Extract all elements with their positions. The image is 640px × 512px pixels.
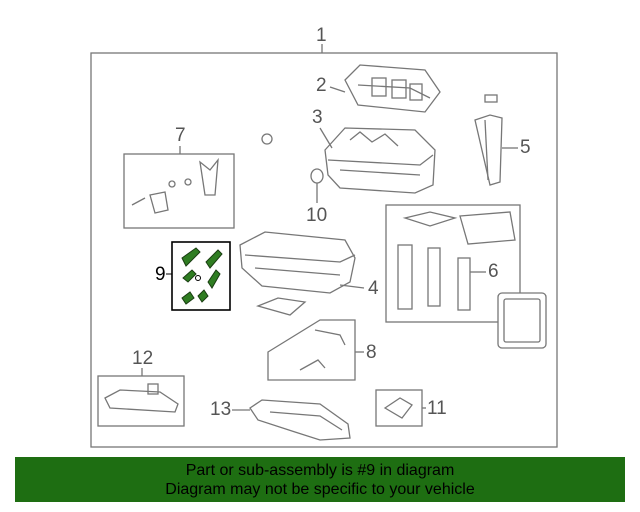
info-banner: Part or sub-assembly is #9 in diagram Di… [15, 457, 625, 502]
part-grommet [261, 133, 273, 145]
callout-12: 12 [132, 348, 154, 369]
part-9-piece-e [181, 291, 195, 305]
callout-5: 5 [520, 137, 531, 158]
part-4-lower-case [239, 231, 365, 316]
callout-1: 1 [316, 25, 327, 46]
part-7-box [123, 146, 235, 229]
callout-13: 13 [210, 399, 232, 420]
callout-4: 4 [368, 278, 379, 299]
callout-8: 8 [366, 342, 377, 363]
part-9-box [166, 241, 231, 311]
part-10-bulb [310, 168, 324, 203]
callout-7: 7 [175, 125, 186, 146]
part-clip [484, 94, 498, 103]
callout-6: 6 [488, 261, 499, 282]
parts-diagram [90, 44, 558, 448]
part-8-box [267, 319, 364, 381]
part-13-duct [232, 399, 351, 441]
callout-10: 10 [306, 205, 328, 226]
callout-2: 2 [316, 75, 327, 96]
banner-line-2: Diagram may not be specific to your vehi… [165, 481, 475, 498]
part-filter-inner [503, 298, 541, 343]
callout-11: 11 [427, 398, 447, 419]
part-filter [497, 292, 547, 349]
part-2-duct [329, 64, 441, 113]
part-9-piece-a [181, 247, 201, 267]
banner-line-1: Part or sub-assembly is #9 in diagram [185, 462, 455, 479]
part-5-bracket [474, 114, 518, 186]
part-11-box [375, 389, 426, 427]
part-9-piece-f [197, 289, 209, 303]
callout-3: 3 [312, 107, 323, 128]
part-12-box [97, 368, 185, 427]
callout-9: 9 [155, 264, 166, 285]
part-9-piece-d [207, 269, 221, 289]
part-3-upper-case [319, 127, 436, 194]
part-9-piece-c [182, 269, 197, 283]
part-9-piece-b [205, 249, 223, 269]
